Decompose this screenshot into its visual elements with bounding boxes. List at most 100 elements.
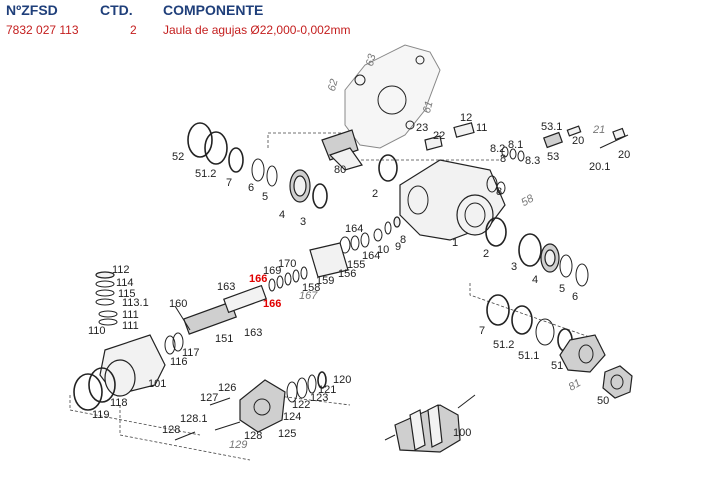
label-167[interactable]: 167 [299, 290, 318, 302]
label-158[interactable]: 158 [302, 282, 320, 294]
worm-shaft-100 [384, 394, 476, 453]
part-quantity-value: 2 [130, 23, 137, 37]
label-6[interactable]: 6 [248, 182, 254, 194]
label-125[interactable]: 125 [278, 428, 296, 440]
label-121[interactable]: 121 [318, 384, 336, 396]
column-header-number: NºZFSD [6, 2, 58, 18]
label-53[interactable]: 53 [547, 151, 559, 163]
label-116[interactable]: 116 [170, 356, 188, 368]
parts-header: NºZFSD CTD. COMPONENTE 7832 027 113 2 Ja… [0, 0, 720, 42]
label-166-highlight-b[interactable]: 166 [263, 298, 281, 310]
label-159[interactable]: 159 [316, 275, 334, 287]
label-22[interactable]: 22 [433, 130, 445, 142]
label-113-1[interactable]: 113.1 [122, 297, 149, 309]
label-23[interactable]: 23 [416, 122, 428, 134]
label-151[interactable]: 151 [215, 333, 233, 345]
label-101[interactable]: 101 [148, 378, 166, 390]
column-header-component: COMPONENTE [163, 2, 264, 18]
ring-set-top-left [187, 122, 328, 209]
label-20[interactable]: 20 [618, 149, 630, 161]
label-155[interactable]: 155 [347, 259, 365, 271]
label-124[interactable]: 124 [283, 411, 301, 423]
label-21[interactable]: 21 [592, 124, 605, 136]
label-166-highlight-a[interactable]: 166 [249, 273, 267, 285]
input-shaft-80 [321, 129, 398, 182]
label-156[interactable]: 156 [338, 268, 356, 280]
label-117[interactable]: 117 [182, 347, 200, 359]
label-127[interactable]: 127 [200, 392, 218, 404]
label-10[interactable]: 10 [377, 244, 389, 256]
label-12[interactable]: 12 [460, 112, 472, 124]
label-111-b[interactable]: 111 [122, 320, 139, 332]
label-2-right[interactable]: 2 [483, 248, 489, 260]
label-122[interactable]: 122 [292, 399, 310, 411]
part-number-value[interactable]: 7832 027 113 [6, 23, 79, 37]
label-11[interactable]: 11 [476, 122, 487, 134]
label-129[interactable]: 129 [229, 439, 247, 451]
label-7[interactable]: 7 [226, 177, 232, 189]
label-120[interactable]: 120 [333, 374, 351, 386]
label-80[interactable]: 80 [334, 164, 346, 176]
label-6-right[interactable]: 6 [572, 291, 578, 303]
label-63[interactable]: 63 [364, 52, 379, 68]
label-128-b[interactable]: 128 [244, 430, 262, 442]
label-8[interactable]: 8 [500, 153, 506, 165]
label-20-1[interactable]: 20.1 [589, 161, 610, 173]
label-52[interactable]: 52 [172, 151, 184, 163]
label-160[interactable]: 160 [169, 298, 187, 310]
label-5-right[interactable]: 5 [559, 283, 565, 295]
label-5[interactable]: 5 [262, 191, 268, 203]
label-9[interactable]: 9 [395, 241, 401, 253]
label-1[interactable]: 1 [452, 237, 458, 249]
label-111-a[interactable]: 111 [122, 309, 139, 321]
label-51[interactable]: 51 [551, 360, 563, 372]
label-53-1[interactable]: 53.1 [541, 121, 562, 133]
label-50[interactable]: 50 [597, 395, 609, 407]
piston-assembly [73, 266, 308, 411]
label-3-right[interactable]: 3 [511, 261, 517, 273]
label-114[interactable]: 114 [116, 277, 134, 289]
label-8-1[interactable]: 8.1 [508, 139, 523, 151]
label-112[interactable]: 112 [112, 264, 130, 276]
label-3[interactable]: 3 [300, 216, 306, 228]
label-128-a[interactable]: 128 [162, 424, 180, 436]
part-component-value[interactable]: Jaula de agujas Ø22,000-0,002mm [163, 23, 351, 37]
label-51-2[interactable]: 51.2 [195, 168, 216, 180]
label-100[interactable]: 100 [453, 427, 471, 439]
valve-parts-8 [424, 125, 629, 162]
label-51-1[interactable]: 51.1 [518, 350, 539, 362]
label-7-right[interactable]: 7 [479, 325, 485, 337]
label-163-b[interactable]: 163 [244, 327, 262, 339]
label-8-lower[interactable]: 8 [496, 186, 502, 198]
label-118[interactable]: 118 [110, 397, 128, 409]
label-61[interactable]: 61 [421, 100, 436, 115]
label-123[interactable]: 123 [310, 392, 328, 404]
label-164-a[interactable]: 164 [345, 223, 363, 235]
label-8-2[interactable]: 8.2 [490, 143, 505, 155]
label-170[interactable]: 170 [278, 258, 296, 270]
label-163-a[interactable]: 163 [217, 281, 235, 293]
label-169[interactable]: 169 [263, 265, 281, 277]
cover-assembly-124 [174, 371, 327, 441]
label-115[interactable]: 115 [118, 288, 136, 300]
label-2[interactable]: 2 [372, 188, 378, 200]
label-126[interactable]: 126 [218, 382, 236, 394]
label-58[interactable]: 58 [519, 192, 536, 209]
ring-set-middle [309, 216, 401, 278]
part-labels: 52 51.2 7 6 5 4 3 80 2 62 63 61 23 22 12… [88, 52, 630, 451]
label-119[interactable]: 119 [92, 409, 110, 421]
label-62[interactable]: 62 [326, 78, 341, 93]
label-4-right[interactable]: 4 [532, 274, 538, 286]
label-128-1[interactable]: 128.1 [180, 413, 208, 425]
label-20-b[interactable]: 20 [572, 135, 584, 147]
label-8-mid[interactable]: 8 [400, 234, 406, 246]
label-8-3[interactable]: 8.3 [525, 155, 540, 167]
column-header-quantity: CTD. [100, 2, 133, 18]
piston-stack-110 [95, 271, 118, 326]
label-81[interactable]: 81 [566, 377, 583, 394]
label-110[interactable]: 110 [88, 325, 106, 337]
label-164-b[interactable]: 164 [362, 250, 380, 262]
label-4[interactable]: 4 [279, 209, 285, 221]
label-51-2-right[interactable]: 51.2 [493, 339, 514, 351]
